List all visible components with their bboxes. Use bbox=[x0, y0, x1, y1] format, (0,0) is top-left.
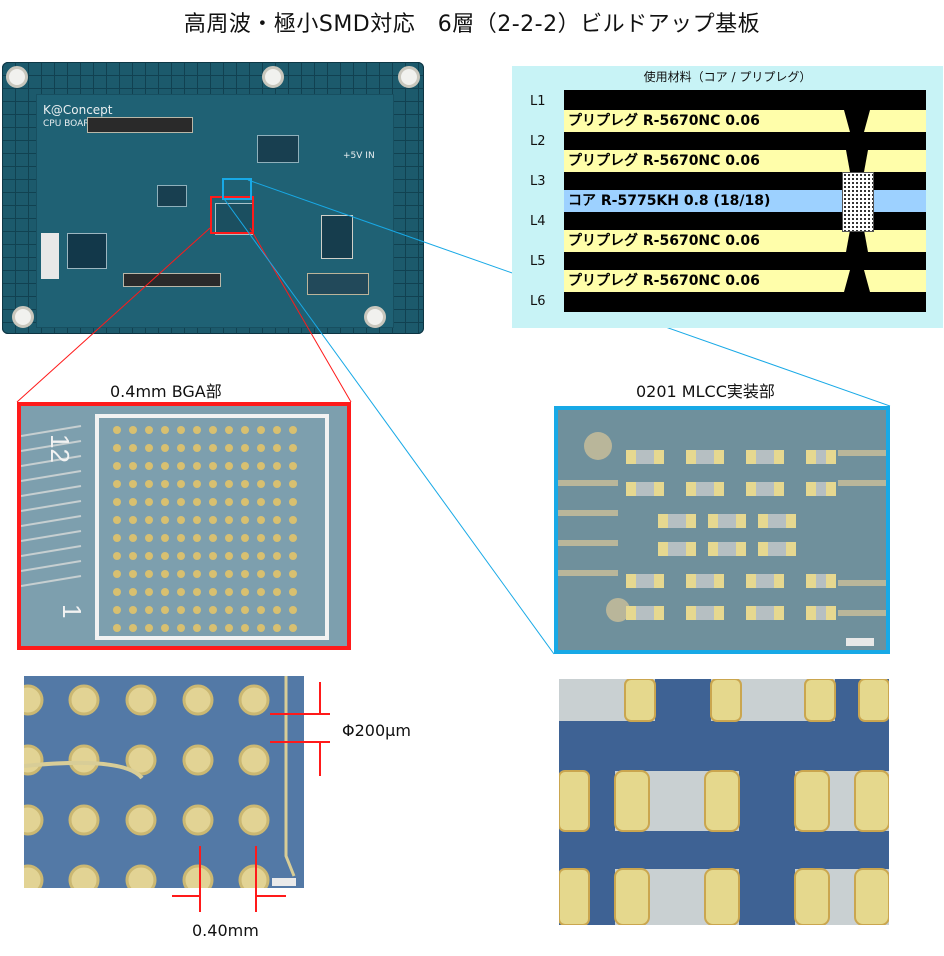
zoom-scale-bar bbox=[272, 878, 296, 886]
mounting-hole-tm bbox=[262, 66, 284, 88]
bga-zoom-trace bbox=[24, 760, 144, 780]
mlcc-zoom-micrograph bbox=[559, 679, 889, 925]
scale-bar bbox=[846, 638, 874, 646]
white-label-pad bbox=[41, 233, 59, 279]
board-brand: K@Concept bbox=[43, 103, 113, 117]
mlcc-zoom-art bbox=[559, 679, 889, 925]
mlcc-traces bbox=[558, 432, 886, 622]
mounting-hole-tr bbox=[398, 66, 420, 88]
fpc-connector-bottom bbox=[123, 273, 221, 287]
pcb-photo: K@Concept CPU BOARD +5V IN bbox=[2, 62, 424, 334]
laser-via-bottom-1 bbox=[846, 230, 868, 252]
bga-zoom-art bbox=[24, 676, 304, 888]
laser-via-bottom-2 bbox=[844, 270, 870, 292]
power-ic bbox=[257, 135, 299, 163]
layer-label-l5: L5 bbox=[530, 254, 546, 269]
prepreg-2: プリプレグ R-5670NC 0.06 bbox=[564, 150, 926, 172]
dimension-lines bbox=[172, 682, 330, 912]
layer-label-l6: L6 bbox=[530, 294, 546, 309]
mlcc-micrograph-art bbox=[558, 410, 886, 650]
page-title: 高周波・極小SMD対応 6層（2-2-2）ビルドアップ基板 bbox=[183, 12, 761, 37]
copper-l5 bbox=[564, 252, 926, 270]
copper-l4 bbox=[564, 212, 926, 230]
bga-leader-left bbox=[16, 227, 211, 403]
mlcc-micrograph bbox=[554, 406, 890, 654]
bga-highlight-box bbox=[210, 196, 254, 234]
mlcc-zoom-parts bbox=[559, 679, 889, 925]
layer-label-l3: L3 bbox=[530, 174, 546, 189]
bga-silk-outline bbox=[95, 414, 329, 640]
bga-pin-1: 1 bbox=[57, 604, 87, 618]
db-connector bbox=[321, 215, 353, 259]
via-stack bbox=[844, 110, 870, 292]
bga-leader-right bbox=[249, 227, 352, 403]
copper-l2 bbox=[564, 132, 926, 150]
layer-label-l1: L1 bbox=[530, 94, 546, 109]
board-subtitle: CPU BOARD bbox=[43, 119, 97, 129]
bga-zoom-trace-right bbox=[284, 676, 296, 877]
core-layer: コア R-5775KH 0.8 (18/18) bbox=[564, 190, 926, 212]
prepreg-3: プリプレグ R-5670NC 0.06 bbox=[564, 230, 926, 252]
prepreg-1: プリプレグ R-5670NC 0.06 bbox=[564, 110, 926, 132]
copper-l1 bbox=[564, 90, 926, 110]
core-through-via bbox=[842, 172, 874, 232]
board-5v-label: +5V IN bbox=[343, 151, 375, 161]
prepreg-4: プリプレグ R-5670NC 0.06 bbox=[564, 270, 926, 292]
laser-via-top-2 bbox=[846, 150, 868, 172]
copper-l6 bbox=[564, 292, 926, 312]
mounting-hole-br bbox=[364, 306, 386, 328]
mlcc-section-label: 0201 MLCC実装部 bbox=[636, 382, 775, 401]
bga-pad-grid bbox=[113, 426, 297, 632]
via-diameter-label: Φ200µm bbox=[342, 721, 411, 740]
mounting-hole-tl bbox=[6, 66, 28, 88]
ic-chip-left bbox=[67, 233, 107, 269]
mlcc-highlight-box bbox=[222, 178, 252, 200]
bga-micrograph: 12 1 bbox=[17, 402, 351, 650]
fpc-connector-top bbox=[87, 117, 193, 133]
mlcc-leader-left bbox=[221, 195, 555, 655]
header-pins bbox=[307, 273, 369, 295]
mlcc-parts bbox=[626, 450, 836, 620]
mounting-hole-bl bbox=[12, 306, 34, 328]
bga-pin-12: 12 bbox=[45, 434, 75, 463]
copper-l3 bbox=[564, 172, 926, 190]
bga-section-label: 0.4mm BGA部 bbox=[110, 382, 222, 401]
bga-fanout-traces bbox=[21, 425, 82, 587]
stackup-diagram: 使用材料（コア / プリプレグ） L1 L2 L3 L4 L5 L6 プリプレグ… bbox=[512, 66, 943, 328]
pitch-label: 0.40mm bbox=[192, 921, 259, 940]
bga-micrograph-art: 12 1 bbox=[21, 406, 347, 646]
laser-via-top-1 bbox=[844, 110, 870, 132]
stackup-title: 使用材料（コア / プリプレグ） bbox=[643, 70, 812, 84]
bga-zoom-micrograph bbox=[24, 676, 304, 888]
layer-label-l2: L2 bbox=[530, 134, 546, 149]
pcb-inner-area: K@Concept CPU BOARD +5V IN bbox=[36, 94, 394, 328]
layer-label-l4: L4 bbox=[530, 214, 546, 229]
small-ic bbox=[157, 185, 187, 207]
